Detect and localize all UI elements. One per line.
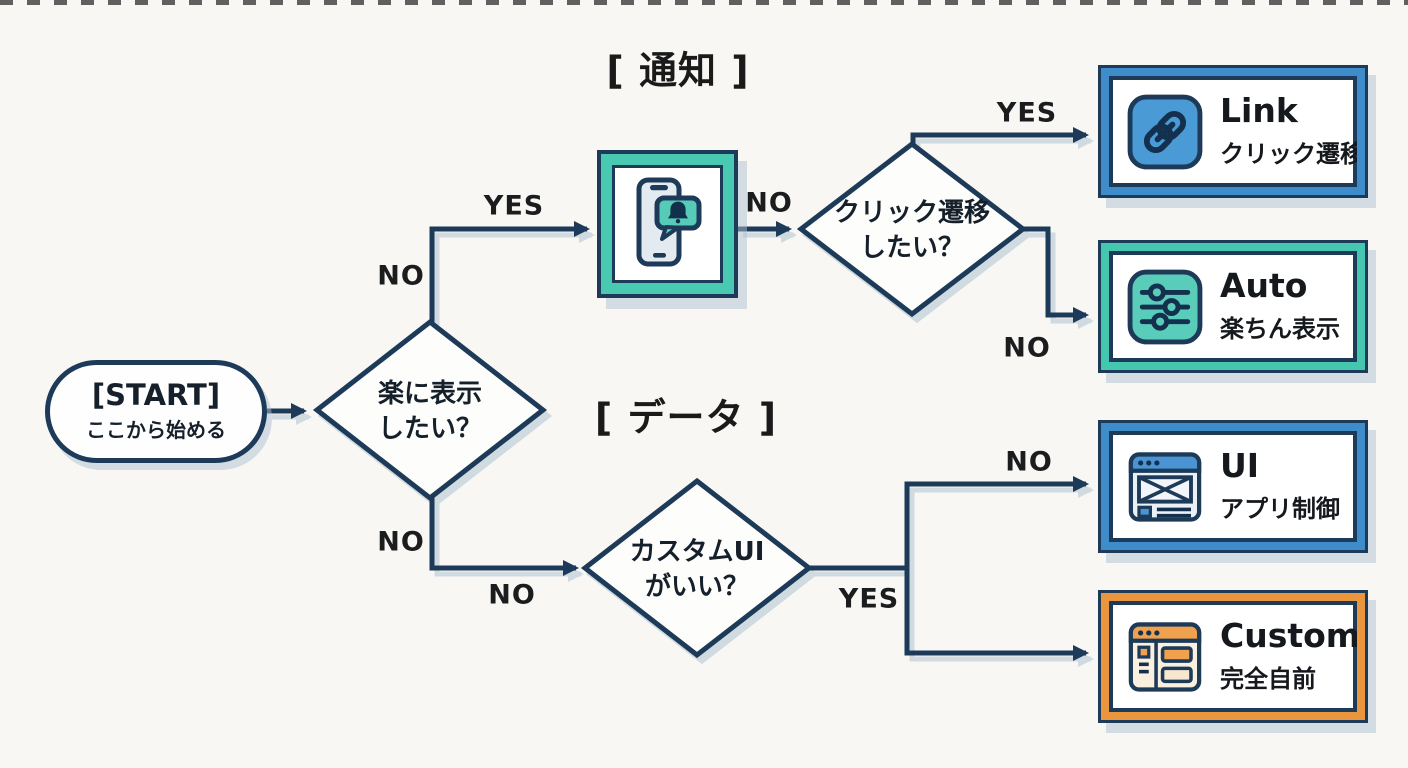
start-node: [START] ここから始める (45, 360, 267, 463)
edge-label-d1-yes: YES (483, 190, 545, 222)
edge-label-d1-no-side: NO (377, 526, 425, 558)
start-title: [START] (91, 377, 221, 412)
result-ui-title: UI (1220, 446, 1260, 486)
edge-label-d1-no-upper: NO (377, 260, 425, 292)
edge-decision3-no-to-ui (904, 476, 1089, 570)
decision2-diamond (796, 140, 1028, 318)
section-header-data: [ データ ] (594, 395, 778, 440)
decision1-line2: したい？ (377, 414, 482, 444)
result-auto: Auto 楽ちん表示 (1101, 243, 1365, 370)
decision3-label: カスタムUI がいい？ (592, 535, 802, 605)
browser-layout-icon (1128, 621, 1202, 692)
notification-node (601, 154, 734, 294)
result-custom-subtitle: 完全自前 (1220, 664, 1316, 693)
sliders-icon (1127, 269, 1203, 344)
start-subtitle: ここから始める (86, 418, 226, 443)
decision1-diamond (312, 318, 548, 502)
top-edge-dashes (0, 0, 1408, 5)
link-icon (1127, 94, 1203, 169)
decision1-line1: 楽に表示 (377, 378, 482, 409)
result-custom: Custom 完全自前 (1101, 593, 1365, 720)
result-link: Link クリック遷移 (1101, 68, 1365, 195)
result-ui-subtitle: アプリ制御 (1220, 494, 1340, 523)
decision2-label: クリック遷移 したい？ (807, 196, 1017, 266)
edge-decision2-no-to-auto (1020, 226, 1089, 323)
phone-notification-icon (636, 177, 701, 267)
result-auto-title: Auto (1220, 266, 1308, 306)
result-link-subtitle: クリック遷移 (1220, 139, 1364, 168)
edge-label-d3-no: NO (1005, 446, 1053, 478)
edge-label-notification-no: NO (745, 187, 793, 219)
decision2-line1: クリック遷移 (833, 197, 990, 228)
browser-icon (1128, 451, 1202, 522)
result-link-title: Link (1220, 91, 1298, 131)
edge-label-d3-yes: YES (838, 583, 900, 615)
edge-label-d1-no-below: NO (488, 579, 536, 611)
edge-label-d2-no: NO (1003, 332, 1051, 364)
edge-decision3-yes-to-custom (904, 566, 1089, 661)
edge-decision2-yes-to-link (910, 127, 1089, 149)
result-ui: UI アプリ制御 (1101, 423, 1365, 550)
decision3-line1: カスタムUI (629, 536, 765, 567)
decision3-diamond (580, 477, 814, 659)
result-auto-subtitle: 楽ちん表示 (1220, 314, 1340, 343)
result-custom-title: Custom (1220, 616, 1361, 656)
decision3-line2: がいい？ (644, 572, 749, 602)
section-header-notification: [ 通知 ] (606, 48, 750, 93)
decision1-label: 楽に表示 したい？ (325, 377, 535, 447)
edge-decision1-no-to-decision3 (429, 494, 579, 576)
edge-decision1-yes-to-notification (429, 221, 590, 326)
decision2-line2: したい？ (859, 233, 964, 263)
edge-label-d2-yes: YES (996, 97, 1058, 129)
